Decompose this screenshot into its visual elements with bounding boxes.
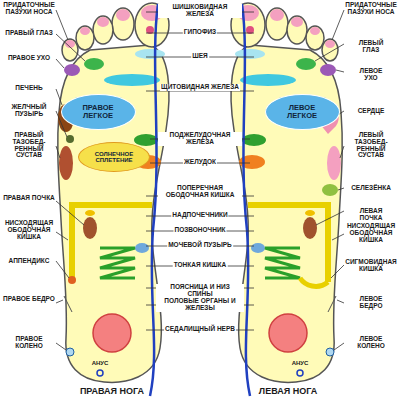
organ-label: ПОПЕРЕЧНАЯ ОБОДОЧНАЯ КИШКА [158,185,242,199]
organ-label: ЖЕЛЧНЫЙ ПУЗЫРЬ [1,104,57,118]
right-only-zones [58,104,76,284]
leader-lines [56,10,344,350]
organ-label: ПРИДАТОЧНЫЕ ПАЗУХИ НОСА [344,2,398,16]
left-only-zones [300,107,341,286]
zone-label: ЛЕВОЕ ЛЕГКОЕ [278,104,326,120]
left-foot [231,3,342,396]
organ-label: СЕЛЕЗЁНКА [350,185,392,192]
organ-label: ЛЕВАЯ НОГА [258,387,318,396]
organ-label: ЩИТОВИДНАЯ ЖЕЛЕЗА [160,84,240,91]
organ-label: ГИПОФИЗ [183,29,217,36]
organ-label: АНУС [91,360,110,366]
organ-label: ЛЕВОЕ УХО [357,68,386,82]
organ-label: ПРАВОЕ КОЛЕНО [1,336,57,350]
organ-label: НИСХОДЯЩАЯ ОБОДОЧНАЯ КИШКА [1,220,57,240]
organ-label: СЕДАЛИЩНЫЙ НЕРВ [164,326,236,333]
organ-label: ПОЯСНИЦА И НИЗ СПИНЫ [156,284,244,298]
zone-oval: ЛЕВОЕ ЛЕГКОЕ [265,94,340,130]
zone-oval: ПРАВОЕ ЛЕГКОЕ [61,94,136,130]
right-foot [58,3,169,396]
organ-label: АНУС [291,360,310,366]
organ-label: ПОЗВОНОЧНИК [173,227,226,234]
organ-label: ЖЕЛУДОК [183,159,217,166]
organ-label: ШЕЯ [191,53,209,60]
organ-label: ПЕЧЕНЬ [14,85,43,92]
organ-label: ПРАВЫЙ ТАЗОБЕД-РЕННЫЙ СУСТАВ [1,132,57,159]
organ-label: НАДПОЧЕЧНИКИ [171,212,228,219]
organ-label: ТОНКАЯ КИШКА [173,262,228,269]
organ-label: ПРИДАТОЧНЫЕ ПАЗУХИ НОСА [1,2,57,16]
zone-oval: СОЛНЕЧНОЕ СПЛЕТЕНИЕ [78,142,150,172]
organ-label: СЕРДЦЕ [357,108,386,115]
zone-label: СОЛНЕЧНОЕ СПЛЕТЕНИЕ [91,151,137,164]
organ-label: ШИШКОВИДНАЯ ЖЕЛЕЗА [158,4,242,18]
organ-label: ЛЕВОЕ КОЛЕНО [356,336,386,350]
organ-label: СИГМОВИДНАЯ КИШКА [344,259,398,273]
organ-label: НИСХОДЯЩАЯ ОБОДОЧНАЯ КИШКА [346,223,396,243]
organ-label: ПРАВОЕ УХО [7,55,51,62]
organ-label: ЛЕВЫЙ ГЛАЗ [357,40,386,54]
zone-label: ПРАВОЕ ЛЕГКОЕ [74,104,122,120]
organ-label: ЛЕВАЯ ПОЧКА [357,208,386,222]
organ-label: ЛЕВЫЙ ТАЗОБЕД-РЕННЫЙ СУСТАВ [353,132,388,159]
organ-label: ЛЕВОЕ БЕДРО [357,296,386,310]
organ-label: МОЧЕВОЙ ПУЗЫРЬ [167,242,233,249]
organ-label: ПРАВЫЙ ГЛАЗ [4,30,54,37]
organ-label: АППЕНДИКС [8,258,51,265]
organ-label: ПРАВАЯ НОГА [79,387,145,396]
organ-label: ПОЛОВЫЕ ОРГАНЫ И ЖЕЛЕЗЫ [156,298,244,312]
organ-label: ПРАВАЯ ПОЧКА [2,195,56,202]
organ-label: ПОДЖЕЛУДОЧНАЯ ЖЕЛЕЗА [158,132,242,146]
organ-label: ПРАВОЕ БЕДРО [2,296,56,303]
